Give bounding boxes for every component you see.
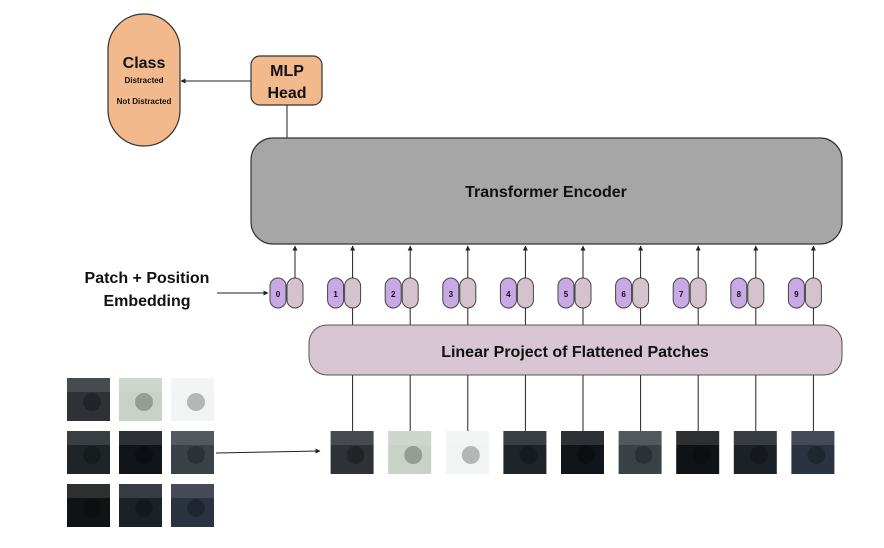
flattened-patch-image-9	[791, 431, 835, 474]
position-embedding-pill	[499, 277, 517, 309]
patch-embedding-pill	[516, 277, 534, 309]
image-to-patches-arrow	[215, 448, 321, 454]
patch-embedding-pill	[401, 277, 419, 309]
source-image-grid	[67, 378, 214, 527]
embedding-token-8: 8	[730, 245, 765, 431]
position-embedding-pill	[442, 277, 460, 309]
mlp-head-line1: MLP	[270, 63, 304, 80]
token-index-label: 0	[276, 290, 281, 299]
token-index-label: 6	[621, 290, 626, 299]
flattened-patch-image-1	[330, 431, 374, 474]
source-grid-cell-2	[171, 378, 214, 421]
embedding-token-0: 0	[269, 245, 304, 309]
flattened-patch-image-2	[388, 431, 432, 474]
embedding-token-9: 9	[787, 245, 822, 431]
embedding-token-7: 7	[672, 245, 707, 431]
token-index-label: 3	[449, 290, 454, 299]
position-embedding-pill	[384, 277, 402, 309]
patch-embedding-pill	[344, 277, 362, 309]
embedding-label-line1: Patch + Position	[85, 270, 210, 287]
position-embedding-pill	[730, 277, 748, 309]
flattened-patch-image-3	[445, 431, 489, 474]
source-grid-cell-7	[119, 484, 162, 527]
transformer-encoder-label: Transformer Encoder	[465, 184, 627, 201]
source-grid-cell-8	[171, 484, 214, 527]
position-embedding-pill	[672, 277, 690, 309]
patch-embedding-pill	[286, 277, 304, 309]
position-embedding-pill	[787, 277, 805, 309]
patch-embedding-pill	[632, 277, 650, 309]
patch-embedding-pill	[459, 277, 477, 309]
patch-embedding-pill	[804, 277, 822, 309]
patch-embedding-pill	[747, 277, 765, 309]
flattened-patch-image-4	[503, 431, 547, 474]
class-title: Class	[123, 55, 166, 72]
embedding-token-5: 5	[557, 245, 592, 431]
position-embedding-pill	[557, 277, 575, 309]
class-option-distracted: Distracted	[124, 76, 163, 85]
linear-projection-box	[308, 324, 843, 376]
position-embedding-pill	[615, 277, 633, 309]
token-index-label: 8	[737, 290, 742, 299]
token-index-label: 9	[794, 290, 799, 299]
source-grid-cell-4	[119, 431, 162, 474]
embedding-token-4: 4	[499, 245, 534, 431]
embedding-token-3: 3	[442, 245, 477, 431]
source-grid-cell-6	[67, 484, 110, 527]
position-embedding-pill	[269, 277, 287, 309]
source-grid-cell-3	[67, 431, 110, 474]
linear-projection-label: Linear Project of Flattened Patches	[441, 344, 709, 361]
transformer-encoder-box	[250, 137, 843, 245]
token-index-label: 4	[506, 290, 511, 299]
embedding-label-line2: Embedding	[103, 293, 190, 310]
source-grid-cell-0	[67, 378, 110, 421]
flattened-patch-image-8	[733, 431, 777, 474]
token-index-label: 7	[679, 290, 684, 299]
flattened-patch-image-7	[676, 431, 720, 474]
patch-embedding-pill	[574, 277, 592, 309]
token-index-label: 2	[391, 290, 396, 299]
source-grid-cell-1	[119, 378, 162, 421]
source-grid-cell-5	[171, 431, 214, 474]
token-index-label: 1	[333, 290, 338, 299]
embedding-token-6: 6	[615, 245, 650, 431]
token-index-label: 5	[564, 290, 569, 299]
flattened-patch-image-6	[618, 431, 662, 474]
embedding-token-1: 1	[327, 245, 362, 431]
class-option-not-distracted: Not Distracted	[117, 97, 172, 106]
flattened-patch-image-5	[561, 431, 604, 474]
patch-embedding-pill	[689, 277, 707, 309]
mlp-head-line2: Head	[267, 85, 306, 102]
embedding-token-2: 2	[384, 245, 419, 431]
class-output-box	[107, 13, 181, 147]
position-embedding-pill	[327, 277, 345, 309]
